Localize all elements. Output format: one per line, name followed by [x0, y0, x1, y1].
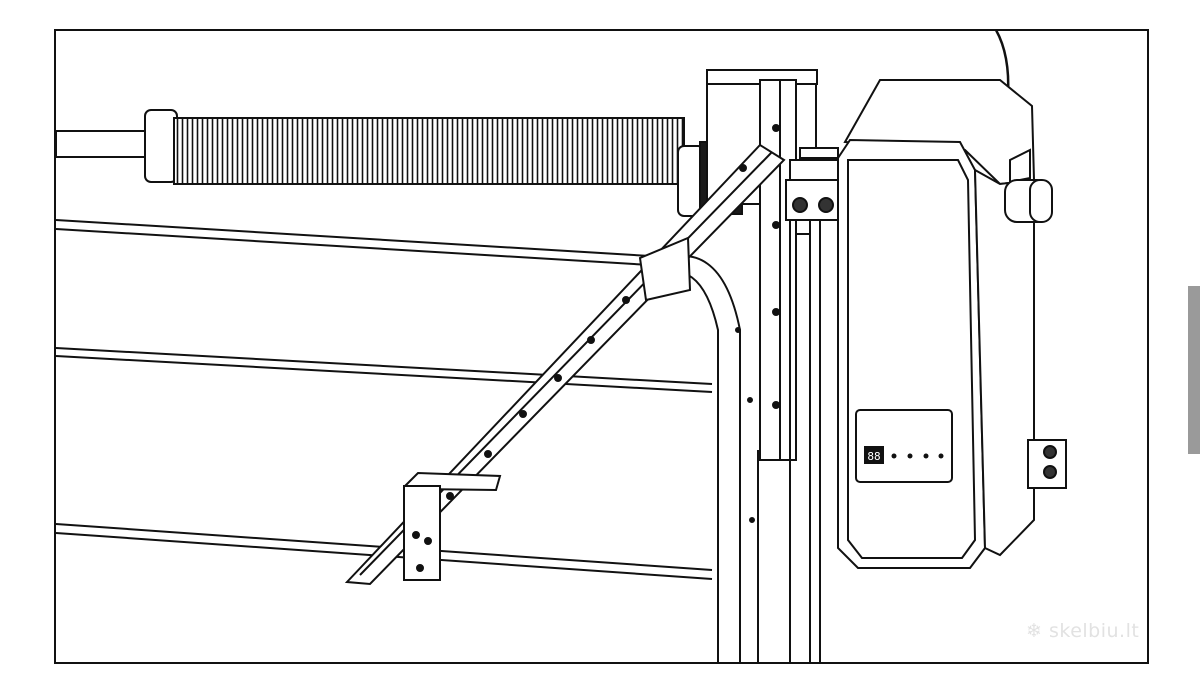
watermark-text: skelbiu.lt: [1048, 620, 1140, 642]
control-panel-display-digits: 88: [867, 450, 880, 463]
indicator-led: [938, 453, 944, 459]
l-bracket: [403, 471, 502, 581]
indicator-led: [923, 453, 929, 459]
curved-door-track: [649, 255, 759, 663]
opener-motor-unit: [837, 79, 1053, 569]
watermark: ❄ skelbiu.lt: [1026, 620, 1139, 642]
control-panel: 88: [855, 409, 953, 483]
scroll-edge-tab: [1188, 286, 1200, 454]
control-panel-display: [864, 446, 884, 464]
snowflake-logo-icon: ❄: [1026, 620, 1043, 642]
torsion-spring: [144, 109, 743, 217]
torsion-shaft: [55, 130, 149, 158]
motor-mounting-clamp: [785, 147, 843, 221]
drawing-frame: [54, 29, 1149, 664]
indicator-led: [891, 453, 897, 459]
door-panel-seams: [55, 219, 713, 580]
indicator-led: [907, 453, 913, 459]
side-wall-bracket: [1027, 439, 1067, 489]
